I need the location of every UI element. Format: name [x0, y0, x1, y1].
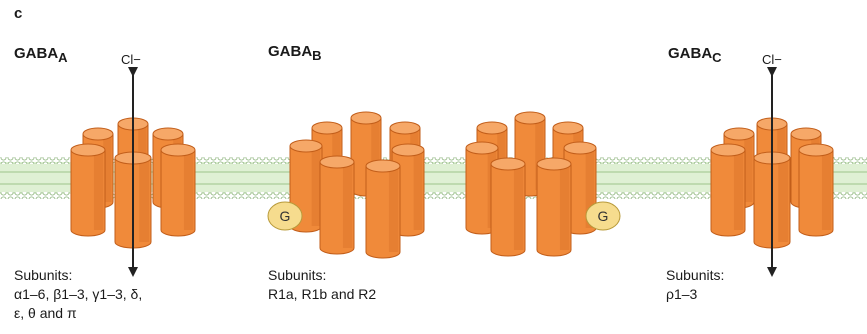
heading-gaba-c-prefix: GABA — [668, 45, 712, 62]
subunits-gaba-c-title: Subunits: — [666, 267, 724, 283]
heading-gaba-a-subscript: A — [58, 50, 68, 65]
gaba-b-right-cylinder-7 — [536, 157, 572, 257]
gaba-c-cylinder-4 — [710, 143, 746, 237]
svg-text:GABAC: GABAC — [668, 45, 722, 65]
heading-gaba-c-subscript: C — [712, 50, 722, 65]
gaba-b-left-cylinder-6 — [319, 155, 355, 255]
subunits-gaba-b-line-1: R1a, R1b and R2 — [268, 286, 376, 302]
svg-text:G: G — [598, 208, 609, 224]
g-protein-right: G — [585, 201, 621, 231]
heading-gaba-b-subscript: B — [312, 48, 321, 63]
heading-gaba-b-prefix: GABA — [268, 43, 312, 60]
svg-text:G: G — [280, 208, 291, 224]
subunits-gaba-b-title: Subunits: — [268, 267, 326, 283]
gaba-a-cylinder-4 — [70, 143, 106, 237]
gaba-b-right-cylinder-6 — [490, 157, 526, 257]
svg-text:GABAB: GABAB — [268, 43, 322, 63]
heading-gaba-a: GABAA — [14, 45, 68, 65]
panel-letter: c — [14, 5, 22, 22]
subunits-gaba-b: Subunits: R1a, R1b and R2 — [268, 267, 376, 302]
gaba-b-receptor-subunit-left — [289, 111, 425, 259]
gaba-c-cylinder-5 — [798, 143, 834, 237]
heading-gaba-b: GABAB — [268, 43, 322, 63]
svg-text:GABAA: GABAA — [14, 45, 68, 65]
subunits-gaba-a-line-2: ε, θ and π — [14, 305, 77, 321]
gaba-a-cylinder-5 — [160, 143, 196, 237]
ion-label-gaba-c: Cl− — [762, 52, 782, 67]
subunits-gaba-a: Subunits: α1–6, β1–3, γ1–3, δ, ε, θ and … — [14, 267, 142, 321]
subunits-gaba-a-line-1: α1–6, β1–3, γ1–3, δ, — [14, 286, 142, 302]
gaba-b-left-cylinder-7 — [365, 159, 401, 259]
heading-gaba-c: GABAC — [668, 45, 722, 65]
subunits-gaba-c-line-1: ρ1–3 — [666, 286, 698, 302]
subunits-gaba-a-title: Subunits: — [14, 267, 72, 283]
heading-gaba-a-prefix: GABA — [14, 45, 58, 62]
ion-label-gaba-a: Cl− — [121, 52, 141, 67]
gaba-b-receptor-subunit-right — [465, 111, 597, 257]
subunits-gaba-c: Subunits: ρ1–3 — [666, 267, 724, 302]
g-protein-left: G — [267, 201, 303, 231]
